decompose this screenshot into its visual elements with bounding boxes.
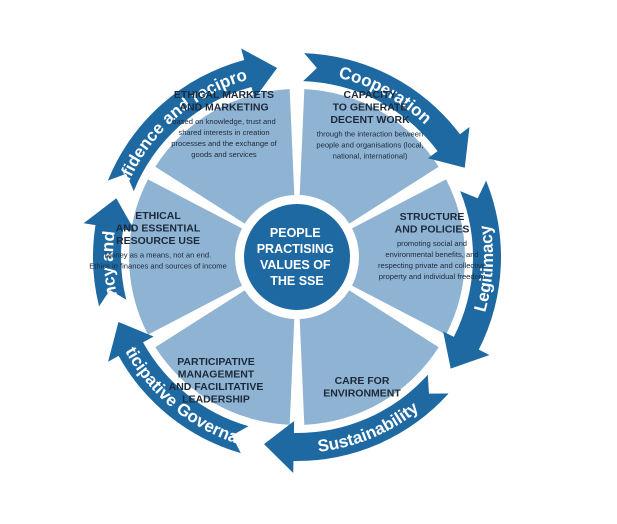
sector-ethical-markets (155, 89, 295, 224)
sector-description-line: promoting social and (397, 239, 467, 248)
sector-description: through the interaction between people an… (316, 130, 423, 161)
sector-description-line: property and individual freedom (379, 272, 485, 281)
sectors-layer (128, 89, 466, 425)
sector-description-line: processes and the exchange of (171, 139, 277, 148)
sector-participative-management (155, 290, 295, 425)
sector-description-line: goods and services (191, 150, 257, 159)
sector-description-line: Ethics in finances and sources of income (89, 262, 227, 271)
center-line: THE SSE (270, 274, 324, 288)
sector-description-line: based on knowledge, trust and (172, 117, 275, 126)
sector-title-line: MANAGEMENT (178, 369, 255, 381)
sector-title-line: AND FACILITATIVE (169, 381, 264, 393)
sector-title-line: ENVIRONMENT (323, 388, 401, 400)
sector-decent-work (299, 89, 439, 224)
sector-description-line: people and organisations (local, (316, 141, 423, 150)
arrow-label-text: Efficiency and equity (0, 0, 121, 298)
arrow-legitimacy (443, 180, 502, 369)
center-node: PEOPLE PRACTISING VALUES OF THE SSE (238, 198, 356, 316)
arrow-cooperation (303, 53, 470, 168)
sector-title-line: ETHICAL MARKETS (174, 89, 274, 101)
sector-title-line: AND POLICIES (395, 224, 470, 236)
sector-description-line: environmental benefits, and (385, 250, 478, 259)
sector-description: promoting social and environmental benefi… (378, 239, 486, 281)
center-line: PRACTISING (257, 242, 334, 256)
sector-description-line: shared interests in creation (178, 128, 269, 137)
arrow-governance (108, 321, 249, 454)
sector-title-line: AND ESSENTIAL (116, 223, 201, 235)
center-label: PEOPLE PRACTISING VALUES OF THE SSE (257, 226, 338, 288)
sector-ethical-resource-use (128, 179, 243, 335)
sector-description-line: Money as a means, not an end. (105, 251, 211, 260)
sector-description: based on knowledge, trust and shared inte… (171, 117, 277, 159)
sector-title-line: ETHICAL (135, 210, 181, 222)
sector-title-line: DECENT WORK (330, 114, 410, 126)
arrow-sustainability (264, 374, 449, 473)
sector-title-line: CAPACITY (344, 89, 397, 101)
sector-title-line: RESOURCE USE (116, 235, 200, 247)
sector-description-line: through the interaction between (317, 130, 423, 139)
sector-care-environment (299, 290, 439, 425)
sector-title-line: AND MARKETING (179, 102, 268, 114)
center-circle (238, 198, 356, 316)
sector-description: Money as a means, not an end. Ethics in f… (89, 251, 227, 271)
center-line: VALUES OF (260, 258, 331, 272)
arrow-efficiency (83, 198, 136, 307)
sector-description-line: respecting private and collective (378, 261, 486, 270)
sector-description-line: national, international) (333, 152, 408, 161)
sector-structure-policies (351, 179, 466, 335)
sector-title-line: STRUCTURE (400, 211, 465, 223)
arrow-confidence (107, 48, 278, 192)
sector-title-line: LEADERSHIP (182, 394, 250, 406)
sector-title-line: TO GENERATE (333, 102, 408, 114)
sector-title-line: CARE FOR (335, 375, 390, 387)
center-line: PEOPLE (270, 226, 321, 240)
sector-title-line: PARTICIPATIVE (177, 356, 255, 368)
arrow-label-efficiency: Efficiency and equity (0, 0, 121, 298)
